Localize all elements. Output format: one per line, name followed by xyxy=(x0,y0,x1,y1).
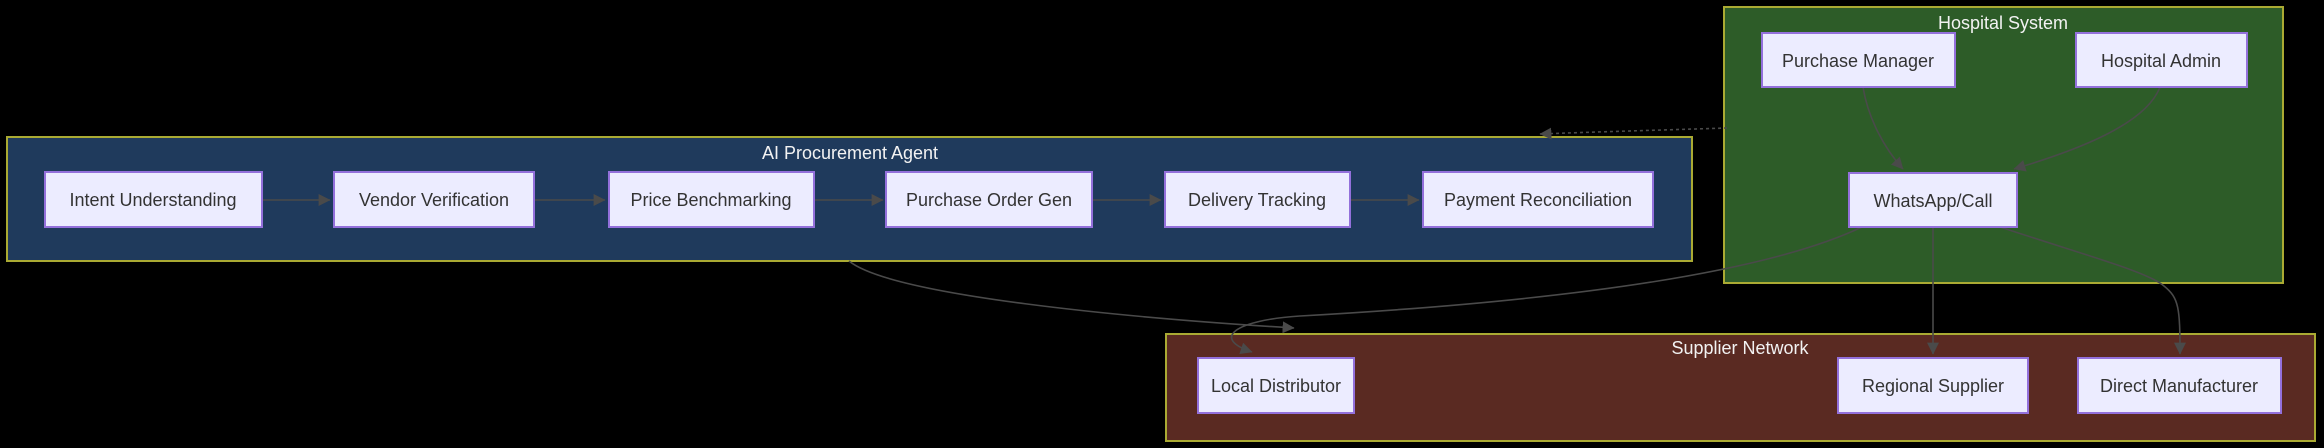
node-purchase-manager-box xyxy=(1761,32,1956,88)
node-whatsapp-call-box xyxy=(1848,172,2018,228)
node-hospital-admin-label: Hospital Admin xyxy=(2101,51,2221,71)
node-payment-reconciliation-label: Payment Reconciliation xyxy=(1444,190,1632,210)
node-vendor-verification-label: Vendor Verification xyxy=(359,190,509,210)
node-intent-understanding: Intent Understanding xyxy=(44,171,263,228)
node-regional-supplier-label: Regional Supplier xyxy=(1862,376,2004,396)
node-price-benchmarking-box xyxy=(608,171,815,228)
node-local-distributor-label: Local Distributor xyxy=(1211,376,1341,396)
node-direct-manufacturer-label: Direct Manufacturer xyxy=(2100,376,2258,396)
node-payment-reconciliation-box xyxy=(1422,171,1654,228)
node-whatsapp-call-label: WhatsApp/Call xyxy=(1873,191,1992,211)
node-direct-manufacturer: Direct Manufacturer xyxy=(2077,357,2282,414)
edge-hospital-system-to-ai-agent-dashed xyxy=(1539,127,1728,140)
node-price-benchmarking: Price Benchmarking xyxy=(608,171,815,228)
node-vendor-verification-box xyxy=(333,171,535,228)
node-purchase-manager: Purchase Manager xyxy=(1761,32,1956,88)
node-local-distributor-box xyxy=(1197,357,1355,414)
edge-whatsapp-to-direct-manufacturer xyxy=(1999,226,2186,355)
node-intent-understanding-label: Intent Understanding xyxy=(69,190,236,210)
node-purchase-order-gen: Purchase Order Gen xyxy=(885,171,1093,228)
node-regional-supplier-box xyxy=(1837,357,2029,414)
node-payment-reconciliation: Payment Reconciliation xyxy=(1422,171,1654,228)
edge-ai-agent-to-supplier-network xyxy=(848,260,1295,334)
node-delivery-tracking: Delivery Tracking xyxy=(1164,171,1351,228)
node-purchase-manager-label: Purchase Manager xyxy=(1782,51,1934,71)
node-direct-manufacturer-box xyxy=(2077,357,2282,414)
edge-hospital-admin-to-whatsapp xyxy=(2013,86,2161,172)
node-intent-understanding-box xyxy=(44,171,263,228)
node-hospital-admin-box xyxy=(2075,32,2248,88)
node-delivery-tracking-label: Delivery Tracking xyxy=(1188,190,1326,210)
cluster-title-supplier-network: Supplier Network xyxy=(1671,338,1809,358)
cluster-title-ai-procurement-agent: AI Procurement Agent xyxy=(762,143,938,163)
node-local-distributor: Local Distributor xyxy=(1197,357,1355,414)
cluster-title-hospital-system: Hospital System xyxy=(1938,13,2068,33)
node-price-benchmarking-label: Price Benchmarking xyxy=(630,190,791,210)
node-hospital-admin: Hospital Admin xyxy=(2075,32,2248,88)
node-regional-supplier: Regional Supplier xyxy=(1837,357,2029,414)
node-purchase-order-gen-label: Purchase Order Gen xyxy=(906,190,1072,210)
node-delivery-tracking-box xyxy=(1164,171,1351,228)
node-vendor-verification: Vendor Verification xyxy=(333,171,535,228)
edge-whatsapp-to-local-distributor xyxy=(1230,226,1863,355)
edge-purchase-manager-to-whatsapp xyxy=(1862,86,1904,170)
node-whatsapp-call: WhatsApp/Call xyxy=(1848,172,2018,228)
node-purchase-order-gen-box xyxy=(885,171,1093,228)
